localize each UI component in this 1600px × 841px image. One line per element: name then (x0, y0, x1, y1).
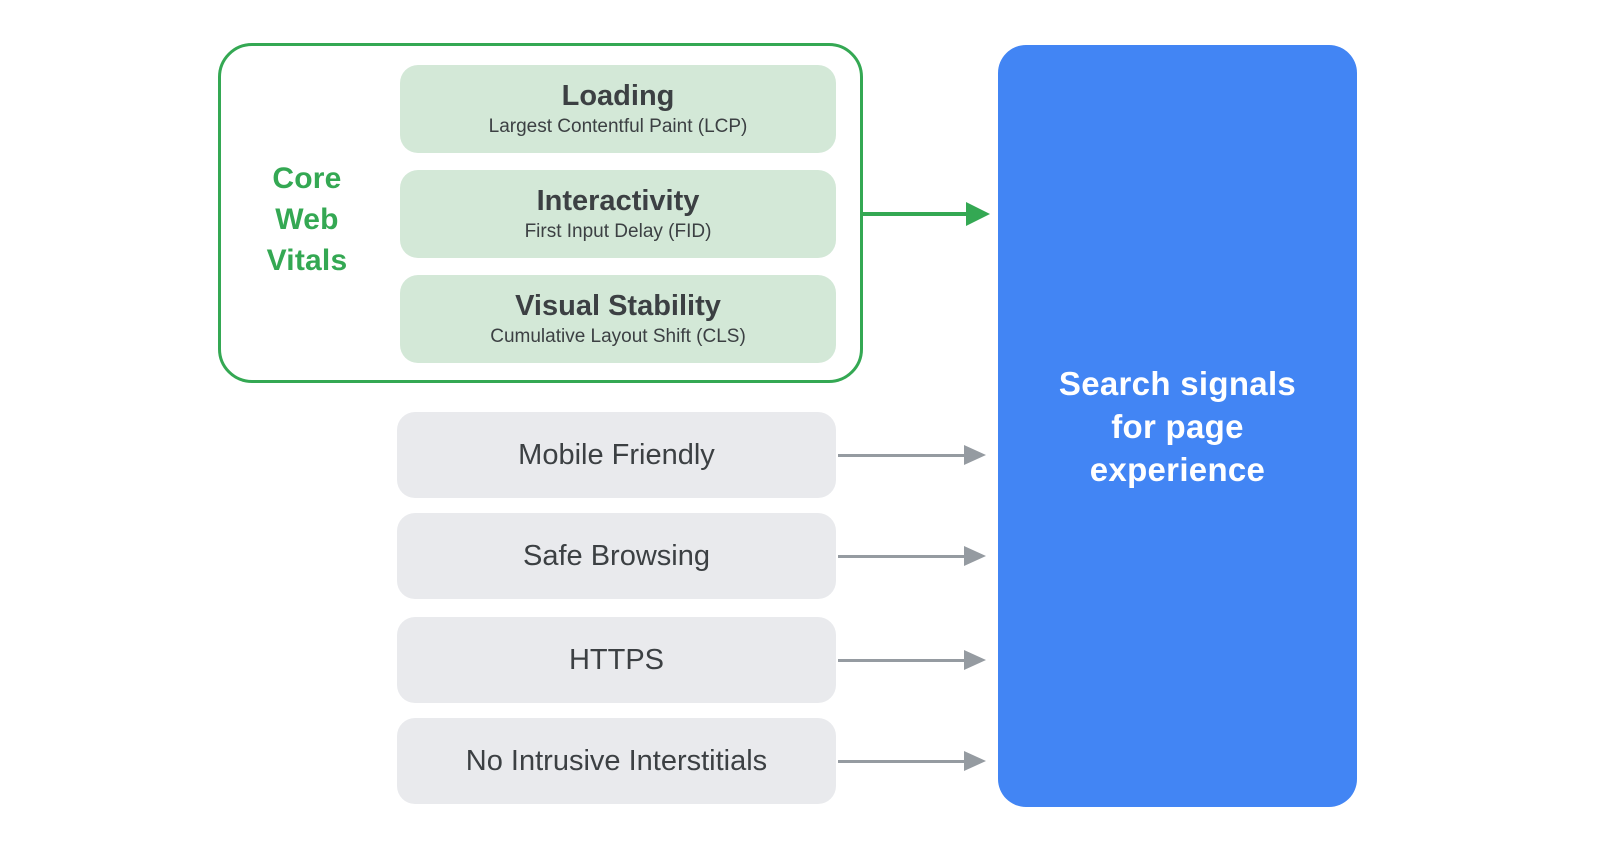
metric-pill-interactivity: Interactivity First Input Delay (FID) (400, 170, 836, 258)
signal-label: HTTPS (568, 643, 665, 676)
arrow-head-icon (964, 445, 986, 465)
core-web-vitals-label: Core Web Vitals (224, 158, 390, 281)
signal-label: No Intrusive Interstitials (465, 744, 768, 777)
signal-pill-https: HTTPS (397, 617, 836, 703)
signal-label: Safe Browsing (523, 539, 710, 572)
metric-title: Interactivity (536, 184, 700, 217)
arrow-head-icon (964, 751, 986, 771)
arrow-shaft (838, 554, 966, 558)
arrow-shaft (838, 759, 966, 763)
arrow-head-icon (964, 546, 986, 566)
search-signals-label-line-2: for page (1111, 407, 1244, 445)
signal-pill-safe-browsing: Safe Browsing (397, 513, 836, 599)
core-web-vitals-label-line-1: Core (272, 162, 342, 195)
metric-title: Loading (561, 79, 675, 112)
metric-pill-loading: Loading Largest Contentful Paint (LCP) (400, 65, 836, 153)
metric-subtitle: First Input Delay (FID) (524, 221, 712, 243)
search-signals-label-line-1: Search signals (1058, 364, 1297, 402)
arrow-shaft (863, 212, 969, 216)
arrow-head-icon (966, 202, 990, 226)
signal-pill-no-intrusive-interstitials: No Intrusive Interstitials (397, 718, 836, 804)
metric-pill-visual-stability: Visual Stability Cumulative Layout Shift… (400, 275, 836, 363)
search-signals-box: Search signals for page experience (998, 45, 1357, 807)
arrow-head-icon (964, 650, 986, 670)
metric-title: Visual Stability (515, 289, 721, 322)
metric-subtitle: Cumulative Layout Shift (CLS) (490, 326, 746, 348)
metric-subtitle: Largest Contentful Paint (LCP) (488, 116, 748, 138)
signal-pill-mobile-friendly: Mobile Friendly (397, 412, 836, 498)
core-web-vitals-label-line-3: Vitals (266, 244, 348, 277)
search-signals-label-line-3: experience (1089, 450, 1266, 488)
arrow-shaft (838, 453, 966, 457)
signal-label: Mobile Friendly (518, 438, 715, 471)
arrow-shaft (838, 658, 966, 662)
core-web-vitals-label-line-2: Web (275, 203, 339, 236)
